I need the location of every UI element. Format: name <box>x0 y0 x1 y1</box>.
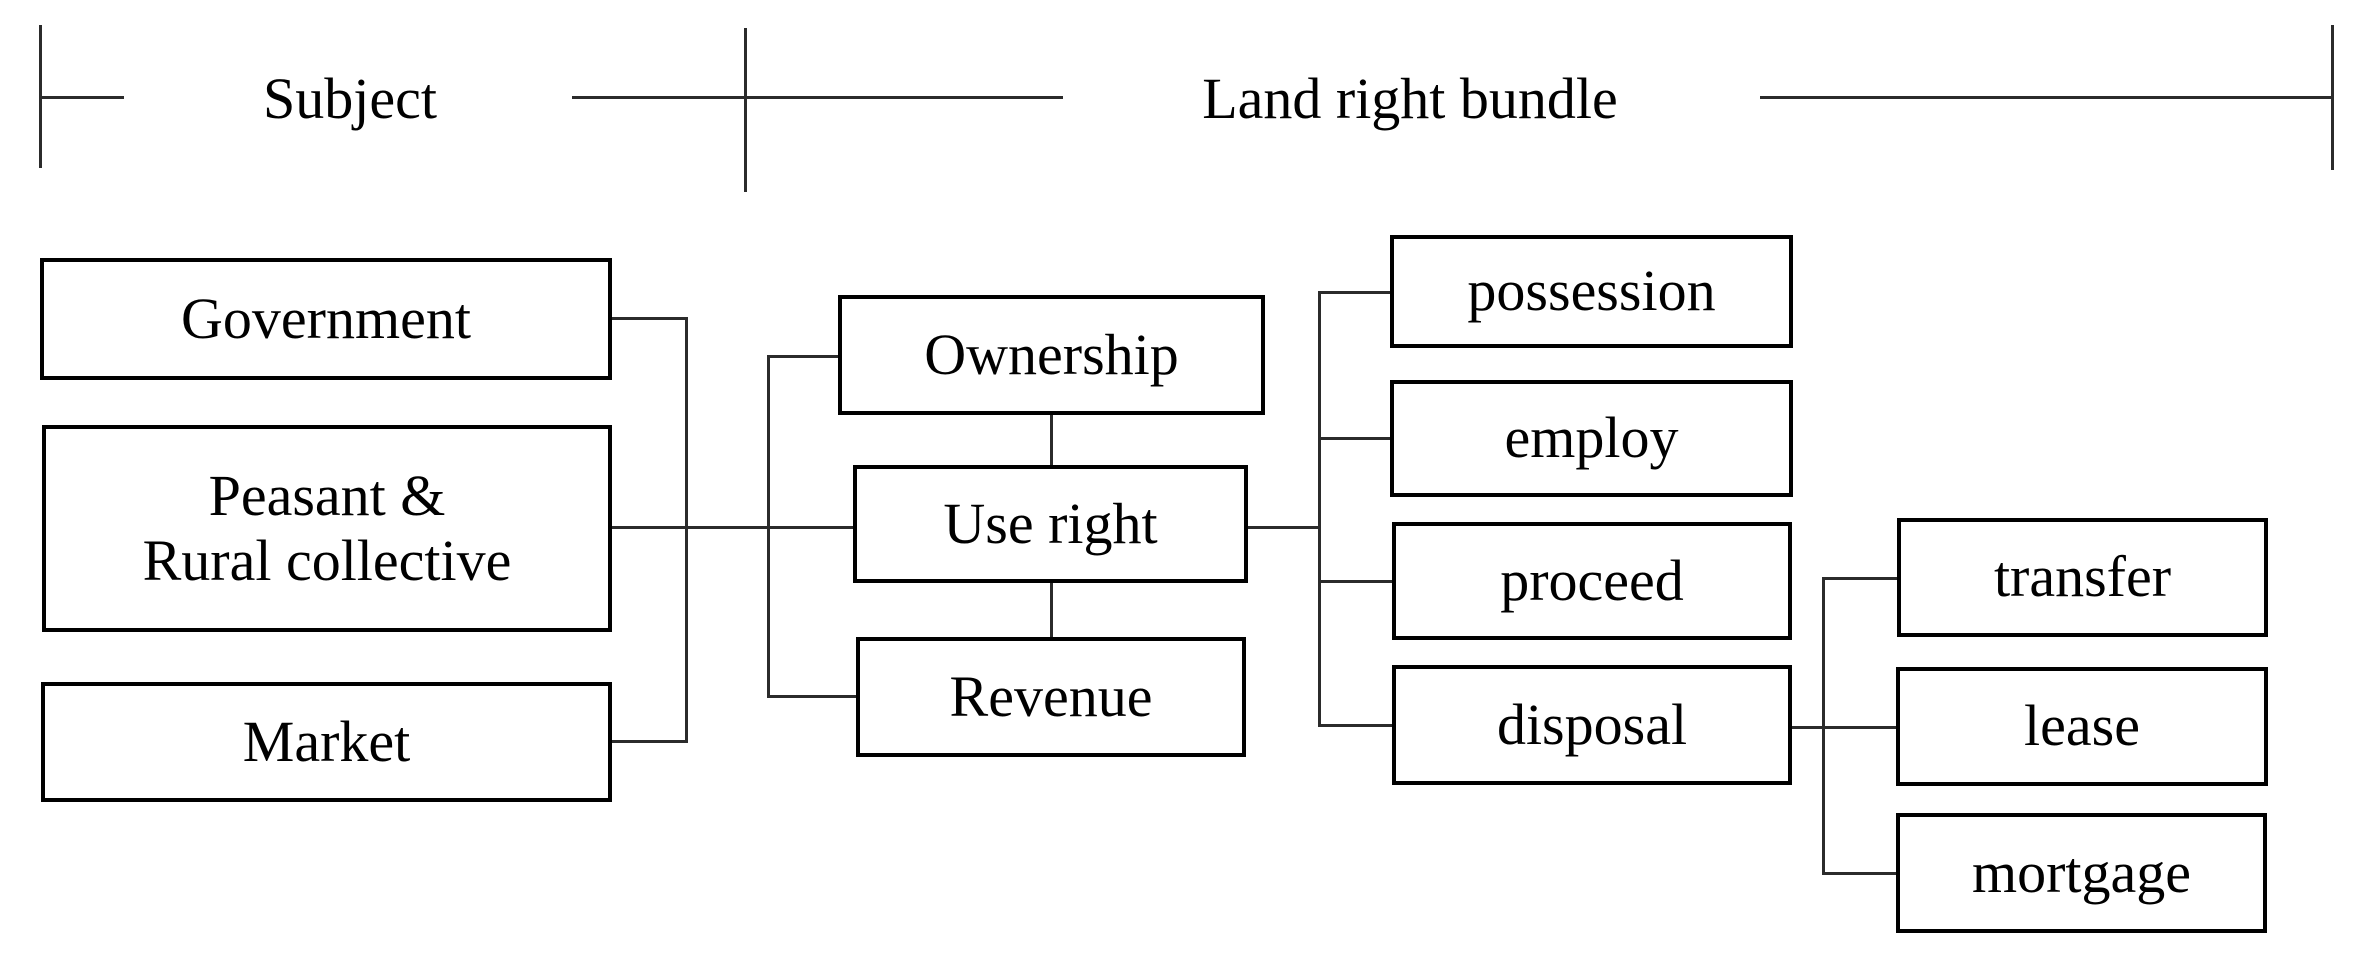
header-tick-middle <box>744 28 747 192</box>
connector-disposal-to-lease <box>1792 726 1896 729</box>
connector-subjects-vertical <box>685 317 688 743</box>
node-possession-label: possession <box>1467 258 1716 324</box>
header-tick-right <box>2331 25 2334 170</box>
connector-peasant-to-use-right <box>612 526 853 529</box>
connector-ownership <box>767 355 838 358</box>
node-employ: employ <box>1390 380 1793 497</box>
node-ownership-label: Ownership <box>924 321 1179 387</box>
node-government-label: Government <box>181 285 471 351</box>
header-line-subject-left <box>40 96 124 99</box>
connector-proceed <box>1318 580 1392 583</box>
node-peasant-label-line2: Rural collective <box>142 527 512 593</box>
connector-revenue <box>767 695 856 698</box>
header-label-land-right-bundle: Land right bundle <box>1063 60 1757 136</box>
node-transfer: transfer <box>1897 518 2268 637</box>
node-proceed-label: proceed <box>1500 547 1684 613</box>
node-revenue-label: Revenue <box>949 663 1153 729</box>
connector-rights-vertical <box>767 355 770 698</box>
connector-use-right-to-bundle <box>1248 526 1320 529</box>
node-mortgage: mortgage <box>1896 813 2267 933</box>
header-label-subject: Subject <box>160 60 540 136</box>
bundle-label-text: Land right bundle <box>1202 65 1618 131</box>
connector-ownership-use-right <box>1050 415 1053 465</box>
header-line-middle <box>572 96 1064 99</box>
connector-mortgage <box>1822 872 1896 875</box>
node-market: Market <box>41 682 612 802</box>
connector-components-vertical <box>1318 291 1321 727</box>
connector-disposal <box>1318 724 1392 727</box>
connector-possession <box>1318 291 1390 294</box>
connector-government <box>612 317 688 320</box>
node-government: Government <box>40 258 612 380</box>
node-ownership: Ownership <box>838 295 1265 415</box>
node-possession: possession <box>1390 235 1793 348</box>
connector-use-right-revenue <box>1050 583 1053 637</box>
connector-employ <box>1318 437 1390 440</box>
node-market-label: Market <box>242 708 411 774</box>
node-mortgage-label: mortgage <box>1971 839 2192 905</box>
node-peasant-label-line1: Peasant & <box>208 462 446 528</box>
node-use-right: Use right <box>853 465 1248 583</box>
node-disposal: disposal <box>1392 665 1792 785</box>
node-employ-label: employ <box>1504 405 1679 471</box>
node-transfer-label: transfer <box>1993 544 2172 610</box>
connector-market <box>612 740 688 743</box>
connector-transfer <box>1822 577 1897 580</box>
node-peasant-rural-collective: Peasant & Rural collective <box>42 425 612 632</box>
header-line-bundle-right <box>1760 96 2334 99</box>
node-lease: lease <box>1896 667 2268 786</box>
node-disposal-label: disposal <box>1496 691 1688 757</box>
node-revenue: Revenue <box>856 637 1246 757</box>
node-proceed: proceed <box>1392 522 1792 640</box>
node-use-right-label: Use right <box>943 490 1158 556</box>
subject-label-text: Subject <box>263 65 437 131</box>
node-lease-label: lease <box>2024 693 2140 759</box>
